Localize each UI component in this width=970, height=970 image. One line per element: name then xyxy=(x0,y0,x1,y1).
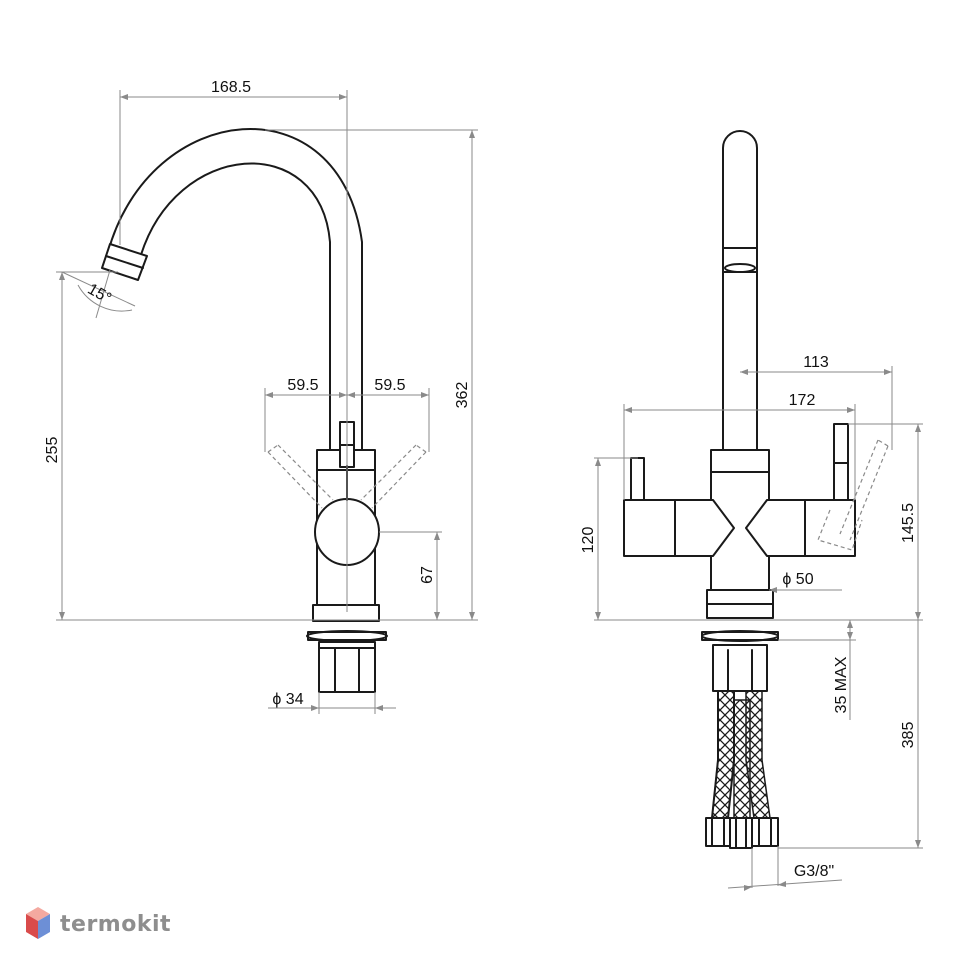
dim-lever-left: 59.5 xyxy=(287,377,318,394)
hex-nut xyxy=(712,644,768,692)
dim-overall-width: 172 xyxy=(789,392,816,409)
arm-left xyxy=(623,499,735,557)
dim-lever-offset: 113 xyxy=(803,354,829,371)
cube-logo-icon xyxy=(26,907,50,939)
dim-lever-height: 145.5 xyxy=(900,503,917,543)
dim-hose-length: 385 xyxy=(900,722,917,749)
dim-body-height: 67 xyxy=(419,566,436,584)
front-view: 113 172 120 145.5 ϕ 50 35 MAX xyxy=(580,130,923,891)
dim-handle-height: 120 xyxy=(580,527,597,554)
lever-left xyxy=(630,457,645,501)
dim-body-diameter: ϕ 50 xyxy=(782,571,813,588)
brand-logo: termokit xyxy=(24,905,171,943)
base-ring xyxy=(312,604,380,622)
aerator-ring xyxy=(722,247,758,273)
lever-ghost-left xyxy=(267,444,334,509)
dim-spout-reach: 168.5 xyxy=(211,79,251,96)
dim-lever-right: 59.5 xyxy=(374,377,405,394)
side-view: 168.5 362 255 15° 59.5 59.5 xyxy=(44,79,478,714)
spout-inner xyxy=(139,162,331,451)
dim-total-height: 362 xyxy=(454,382,471,409)
mounting-shank xyxy=(318,641,376,693)
lever-right-ghost xyxy=(817,439,889,551)
dim-worktop-max: 35 MAX xyxy=(833,656,850,713)
spout-outer xyxy=(107,127,363,451)
dim-outlet-height: 255 xyxy=(44,437,61,464)
lever-ghost-right xyxy=(360,444,427,509)
brand-name: termokit xyxy=(60,911,172,937)
dim-connection-thread: G3/8" xyxy=(794,863,834,880)
arm-right xyxy=(745,499,856,557)
dim-base-diameter: ϕ 34 xyxy=(272,691,303,708)
spout-tube xyxy=(722,130,758,451)
braided-hoses xyxy=(705,690,779,849)
